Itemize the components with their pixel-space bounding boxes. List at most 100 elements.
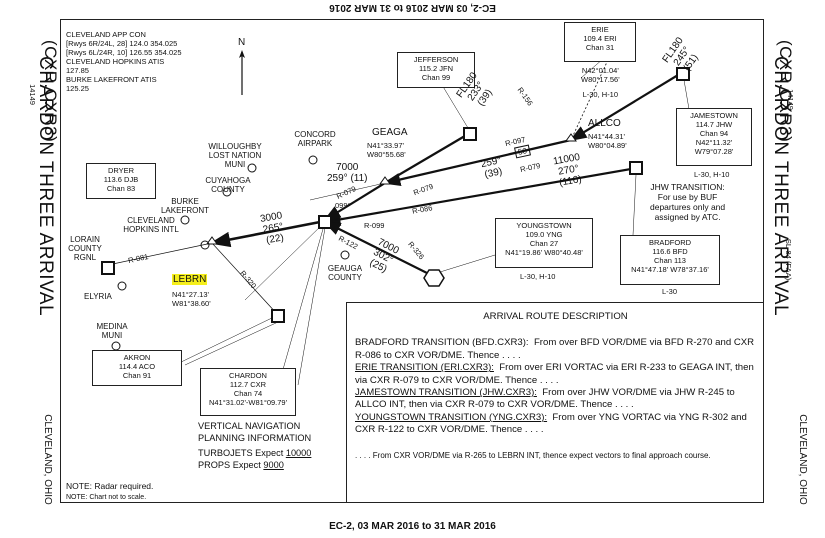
north-label: N xyxy=(238,37,246,48)
vertical-nav-block: VERTICAL NAVIGATION PLANNING INFORMATION… xyxy=(198,421,311,471)
scale-note: NOTE: Chart not to scale. xyxy=(66,494,147,501)
jefferson-name: JEFFERSON xyxy=(413,55,459,64)
bradford-box: BRADFORD 116.6 BFD Chan 113 N41°47.18' W… xyxy=(620,235,720,285)
yng-description-head: YOUNGSTOWN TRANSITION (YNG.CXR3): xyxy=(355,411,548,423)
geauga-label: GEAUGA COUNTY xyxy=(327,264,363,282)
yng-description-body: From over YNG VORTAC via YNG R-302 and C… xyxy=(355,411,747,436)
erie-freq: 109.4 ERI xyxy=(583,34,617,43)
youngstown-class: L-30, H-10 xyxy=(520,272,556,281)
jhw-description: JAMESTOWN TRANSITION (JHW.CXR3): From ov… xyxy=(355,387,756,412)
app-freq-line-2: [Rwys 6L/24R, 10] 126.55 354.025 xyxy=(66,48,182,57)
bradford-class: L-30 xyxy=(662,287,678,296)
allco-fix-symbol xyxy=(565,133,577,142)
lebrn-coords: N41°27.13' W81°38.60' xyxy=(172,290,211,308)
r099-label: R-099 xyxy=(364,221,385,230)
dryer-name: DRYER xyxy=(107,166,135,175)
chardon-freq: 112.7 CXR xyxy=(229,380,267,389)
hopkins-atis-freq: 127.85 xyxy=(66,66,89,75)
eri-description-body: From over ERI VORTAC via ERI R-233 to GE… xyxy=(355,362,754,386)
jfn-vor-symbol xyxy=(463,127,477,141)
app-con-label: CLEVELAND APP CON xyxy=(66,30,146,39)
lebrn-highlight: LEBRN xyxy=(172,274,208,285)
turbojets-alt: 10000 xyxy=(285,448,312,458)
medina-airport-symbol xyxy=(111,341,121,351)
jamestown-lon: W79°07.28' xyxy=(694,147,734,156)
geauga-airport-symbol xyxy=(340,250,350,260)
geaga-lat: N41°33.97' xyxy=(367,141,404,150)
allco-coords: N41°44.31' W80°04.89' xyxy=(588,132,627,150)
jefferson-box: JEFFERSON 115.2 JFN Chan 99 xyxy=(397,52,475,88)
description-title: ARRIVAL ROUTE DESCRIPTION xyxy=(483,311,628,322)
vertical-nav-title-2: PLANNING INFORMATION xyxy=(198,432,312,443)
geaga-fix-symbol xyxy=(379,176,391,185)
aco-vor-symbol xyxy=(271,309,285,323)
jefferson-freq: 115.2 JFN xyxy=(418,64,454,73)
erie-chan: Chan 31 xyxy=(585,43,615,52)
comms-block: CLEVELAND APP CON [Rwys 6R/24L, 28] 124.… xyxy=(66,30,182,93)
bradford-freq: 116.6 BFD xyxy=(652,247,688,256)
chardon-box: CHARDON 112.7 CXR Chan 74 N41°31.02'-W81… xyxy=(200,368,296,416)
jhw-note-line-2: For use by BUF xyxy=(657,192,718,202)
jamestown-box: JAMESTOWN 114.7 JHW Chan 94 N42°11.32' W… xyxy=(676,108,752,166)
jamestown-freq: 114.7 JHW xyxy=(695,120,733,129)
eri-description-head: ERIE TRANSITION (ERI.CXR3): xyxy=(355,362,494,374)
bradford-coords: N41°47.18' W78°37.16' xyxy=(631,265,709,274)
yng-description: YOUNGSTOWN TRANSITION (YNG.CXR3): From o… xyxy=(355,412,756,437)
elyria-airport-symbol xyxy=(117,281,127,291)
burke-label: BURKE LAKEFRONT xyxy=(160,197,209,215)
lebrn-name: LEBRN xyxy=(172,274,208,285)
bottom-effective-date: EC-2, 03 MAR 2016 to 31 MAR 2016 xyxy=(329,521,496,532)
props-label: PROPS Expect xyxy=(198,459,261,470)
erie-box: ERIE 109.4 ERI Chan 31 xyxy=(564,22,636,62)
willoughby-label: WILLOUGHBY LOST NATION MUNI xyxy=(208,142,262,169)
dryer-freq: 113.6 DJB xyxy=(103,175,139,184)
jhw-note-line-3: departures only and xyxy=(650,202,726,212)
yng-transition-route xyxy=(323,221,436,278)
akron-name: AKRON xyxy=(123,353,151,362)
lebrn-fix-symbol xyxy=(206,236,218,245)
chardon-chan: Chan 74 xyxy=(233,389,263,398)
jhw-description-head: JAMESTOWN TRANSITION (JHW.CXR3): xyxy=(355,387,537,399)
jhw-transition-route xyxy=(569,71,684,142)
erie-class: L-30, H-10 xyxy=(582,90,619,99)
erie-lat: N42°01.04' xyxy=(581,66,619,75)
geaga-name: GEAGA xyxy=(372,127,408,138)
cuyahoga-airport-symbol xyxy=(222,187,232,197)
bfd-vor-symbol xyxy=(629,161,643,175)
concord-airport-symbol xyxy=(308,155,318,165)
cuyahoga-label: CUYAHOGA COUNTY xyxy=(205,176,251,194)
cxr-vor-symbol xyxy=(318,215,332,229)
r099b-label: 099° xyxy=(335,201,351,210)
allco-lon: W80°04.89' xyxy=(588,141,627,150)
burke-airport-symbol xyxy=(180,215,190,225)
burke-atis-freq: 125.25 xyxy=(66,84,89,93)
arrival-route-description: ARRIVAL ROUTE DESCRIPTION BRADFORD TRANS… xyxy=(346,302,764,503)
medina-label: MEDINA MUNI xyxy=(96,322,128,340)
akron-box: AKRON 114.4 ACO Chan 91 xyxy=(92,350,182,386)
burke-atis-label: BURKE LAKEFRONT ATIS xyxy=(66,75,157,84)
radar-note: NOTE: Radar required. xyxy=(66,481,154,491)
hopkins-airport-symbol xyxy=(200,240,210,250)
bradford-name: BRADFORD xyxy=(648,238,692,247)
hopkins-atis-label: CLEVELAND HOPKINS ATIS xyxy=(66,57,165,66)
bradford-chan: Chan 113 xyxy=(654,256,686,265)
allco-geaga-route xyxy=(382,138,572,186)
lebrn-lon: W81°38.60' xyxy=(172,299,211,308)
geaga-coords: N41°33.97' W80°55.68' xyxy=(367,141,406,159)
final-description: . . . . From CXR VOR/DME via R-265 to LE… xyxy=(355,450,711,460)
jhw-note-line-1: JHW TRANSITION: xyxy=(650,182,725,192)
yng-vortac-symbol xyxy=(423,269,445,287)
geaga-leg-label: 7000 259° (11) xyxy=(327,162,368,184)
erie-lon: W80°17.56' xyxy=(581,75,620,84)
jefferson-chan: Chan 99 xyxy=(421,73,451,82)
youngstown-chan: Chan 27 xyxy=(529,239,559,248)
youngstown-coords: N41°19.86' W80°40.48' xyxy=(505,248,583,257)
djb-vor-symbol xyxy=(101,261,115,275)
chardon-coords: N41°31.02'-W81°09.79' xyxy=(208,398,288,407)
allco-name: ALLCO xyxy=(588,118,621,129)
app-freq-line-1: [Rwys 6R/24L, 28] 124.0 354.025 xyxy=(66,39,178,48)
akron-freq: 114.4 ACO xyxy=(118,362,156,371)
jamestown-chan: Chan 94 xyxy=(699,129,729,138)
geaga-alt: 7000 xyxy=(336,162,359,173)
jhw-vor-symbol xyxy=(676,67,690,81)
